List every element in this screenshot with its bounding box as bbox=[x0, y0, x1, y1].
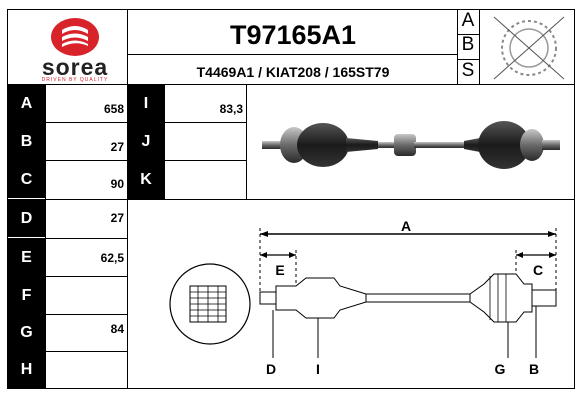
spec-label-c: C bbox=[8, 161, 45, 198]
spec-label-i: I bbox=[128, 85, 164, 122]
dimension-label-e: E bbox=[275, 262, 284, 278]
spec-value-b: 27 bbox=[110, 140, 124, 154]
driveshaft-photo bbox=[262, 121, 560, 169]
dimension-label-d: D bbox=[266, 361, 276, 377]
spec-label-b: B bbox=[8, 123, 45, 160]
spec-label-k: K bbox=[128, 161, 164, 199]
abs-letter-s: S bbox=[461, 60, 475, 81]
brand-logo: sorea DRIVEN BY QUALITY bbox=[22, 16, 128, 84]
spec-value-i: 83,3 bbox=[219, 102, 243, 116]
spec-label-g: G bbox=[8, 315, 45, 351]
no-abs-ring-icon bbox=[493, 16, 565, 80]
spec-label-j: J bbox=[128, 123, 164, 160]
spec-label-f: F bbox=[8, 277, 45, 314]
spec-value-a: 658 bbox=[103, 102, 124, 116]
part-number: T97165A1 bbox=[229, 20, 357, 50]
brand-logo-text: sorea bbox=[41, 54, 109, 80]
spec-value-g: 84 bbox=[110, 322, 124, 336]
abs-letter-a: A bbox=[461, 10, 475, 31]
spec-sheet: sorea DRIVEN BY QUALITY T97165A1 T4469A1… bbox=[7, 9, 575, 389]
dimension-label-b: B bbox=[529, 361, 539, 377]
abs-letter-b: B bbox=[461, 34, 475, 55]
sorea-logo-icon bbox=[51, 18, 99, 56]
dimension-label-i: I bbox=[316, 361, 320, 377]
spec-label-d: D bbox=[8, 200, 45, 237]
brand-tagline: DRIVEN BY QUALITY bbox=[41, 77, 109, 83]
spec-label-a: A bbox=[8, 85, 45, 122]
spec-value-c: 90 bbox=[110, 177, 124, 191]
dimension-label-g: G bbox=[495, 361, 506, 377]
cross-references: T4469A1 / KIAT208 / 165ST79 bbox=[196, 64, 390, 80]
spec-label-e: E bbox=[8, 239, 45, 276]
dimension-label-c: C bbox=[533, 262, 543, 278]
dimension-diagram: A E C D I G B bbox=[169, 218, 557, 377]
spec-value-d: 27 bbox=[110, 211, 124, 225]
spec-label-h: H bbox=[8, 352, 45, 388]
dimension-label-a: A bbox=[401, 218, 411, 234]
spec-value-e: 62,5 bbox=[100, 251, 124, 265]
